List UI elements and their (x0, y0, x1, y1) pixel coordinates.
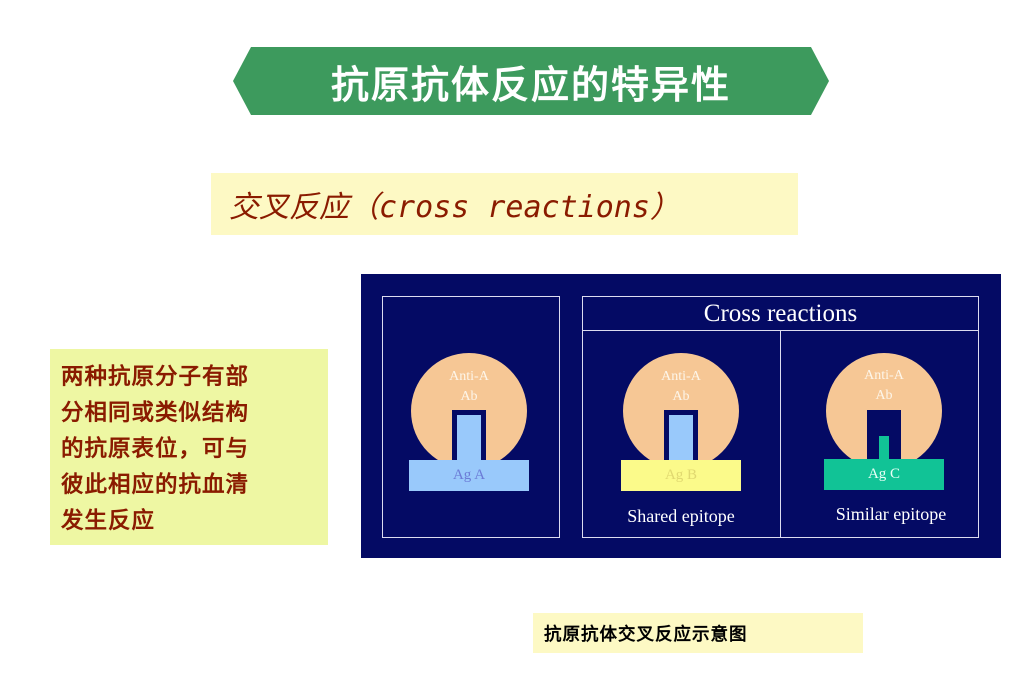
note-line-4: 彼此相应的抗血清 (61, 472, 250, 498)
note-box: 两种抗原分子有部 分相同或类似结构 的抗原表位，可与 彼此相应的抗血清 发生反应 (50, 349, 328, 545)
similar-epitope-caption: Similar epitope (835, 504, 947, 524)
shared-epitope-caption: Shared epitope (627, 506, 735, 526)
antibody-3-label: Anti-A Ab (826, 366, 942, 406)
page-title: 抗原抗体反应的特异性 (330, 61, 731, 107)
cross-reactions-header: Cross reactions (582, 296, 979, 331)
panel-ag-a (382, 296, 560, 538)
title-banner: 抗原抗体反应的特异性 (233, 47, 829, 115)
antibody-1-label-line1: Anti-A (449, 369, 489, 384)
antigen-a-label: Ag A (452, 467, 486, 483)
antibody-2-label-line1: Anti-A (661, 369, 701, 384)
epitope-b (669, 415, 693, 463)
panel-divider (780, 330, 781, 538)
antigen-a: Ag A (409, 460, 529, 491)
cross-reactions-header-text: Cross reactions (703, 299, 858, 327)
antigen-c: Ag C (824, 459, 944, 490)
figure-caption-box: 抗原抗体交叉反应示意图 (533, 613, 863, 653)
note-line-1: 两种抗原分子有部 (61, 364, 250, 390)
antibody-1-label-line2: Ab (460, 389, 478, 404)
note-line-5: 发生反应 (61, 508, 156, 534)
antibody-2-label: Anti-A Ab (623, 367, 739, 407)
figure-caption: 抗原抗体交叉反应示意图 (544, 624, 748, 645)
antigen-c-label: Ag C (867, 466, 901, 482)
note-line-2: 分相同或类似结构 (61, 400, 250, 426)
antigen-b: Ag B (621, 460, 741, 491)
subtitle-text: 交叉反应（cross reactions） (229, 190, 680, 225)
antibody-3-label-line2: Ab (875, 388, 893, 403)
epitope-a (457, 415, 481, 463)
antibody-2-label-line2: Ab (672, 389, 690, 404)
epitope-c (879, 436, 889, 462)
cross-reaction-diagram: Cross reactions Anti-A Ab Ag A Anti-A Ab… (361, 274, 1001, 558)
subtitle-box: 交叉反应（cross reactions） (211, 173, 798, 235)
antibody-3-label-line1: Anti-A (864, 368, 904, 383)
note-line-3: 的抗原表位，可与 (61, 436, 250, 462)
antigen-b-label: Ag B (664, 467, 698, 483)
antibody-1-label: Anti-A Ab (411, 367, 527, 407)
